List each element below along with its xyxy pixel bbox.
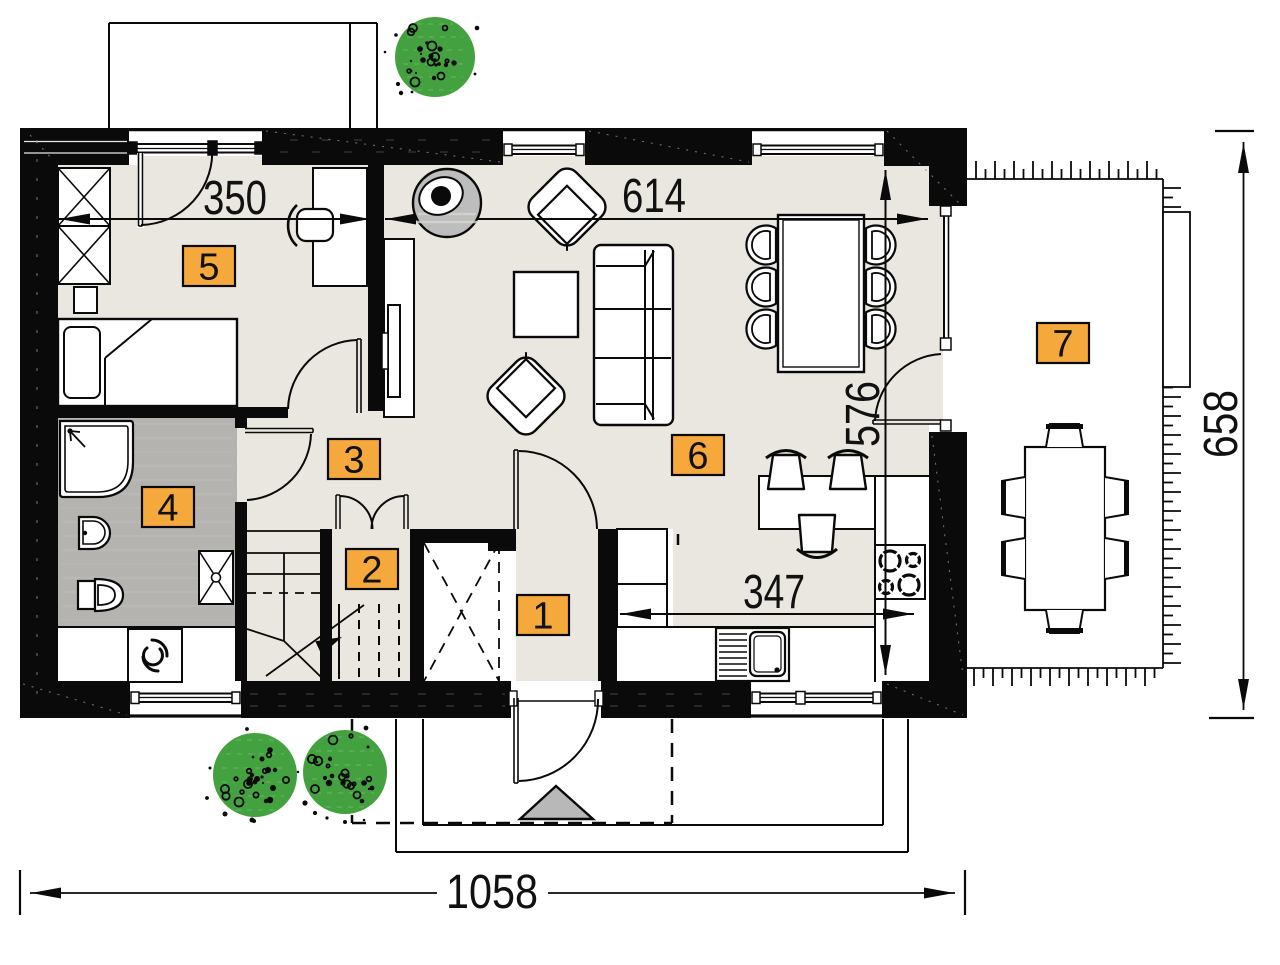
svg-text:347: 347 [743, 566, 805, 619]
svg-text:576: 576 [837, 381, 890, 447]
svg-text:350: 350 [203, 172, 267, 225]
svg-text:3: 3 [343, 440, 364, 482]
svg-text:6: 6 [687, 436, 708, 478]
svg-text:1058: 1058 [446, 866, 538, 919]
svg-text:1: 1 [532, 596, 553, 638]
svg-text:7: 7 [1052, 324, 1073, 366]
svg-text:658: 658 [1195, 390, 1248, 458]
svg-text:2: 2 [361, 550, 382, 592]
svg-text:4: 4 [157, 488, 178, 530]
svg-text:614: 614 [622, 170, 686, 223]
svg-text:5: 5 [198, 247, 219, 289]
